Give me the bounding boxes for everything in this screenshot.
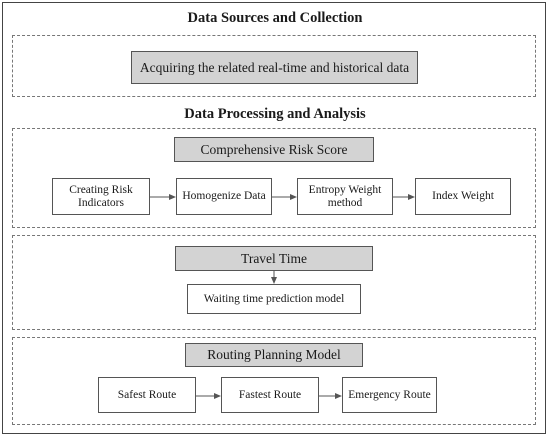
risk-score-title: Comprehensive Risk Score — [174, 137, 374, 162]
route-fastest: Fastest Route — [221, 377, 319, 413]
risk-step-index-weight: Index Weight — [415, 178, 511, 215]
acquire-data-box: Acquiring the related real-time and hist… — [131, 51, 418, 84]
risk-step-create-indicators: Creating Risk Indicators — [52, 178, 150, 215]
route-emergency: Emergency Route — [342, 377, 437, 413]
risk-step-homogenize: Homogenize Data — [176, 178, 272, 215]
travel-container — [12, 235, 536, 330]
sources-container — [12, 35, 536, 97]
sources-heading: Data Sources and Collection — [187, 10, 363, 26]
routing-model-title: Routing Planning Model — [185, 343, 363, 367]
route-safest: Safest Route — [98, 377, 196, 413]
risk-container — [12, 128, 536, 228]
travel-time-title: Travel Time — [175, 246, 373, 271]
processing-heading: Data Processing and Analysis — [184, 106, 366, 122]
diagram-frame — [2, 2, 546, 434]
waiting-time-model: Waiting time prediction model — [187, 284, 361, 314]
risk-step-entropy-weight: Entropy Weight method — [297, 178, 393, 215]
routing-container — [12, 337, 536, 425]
